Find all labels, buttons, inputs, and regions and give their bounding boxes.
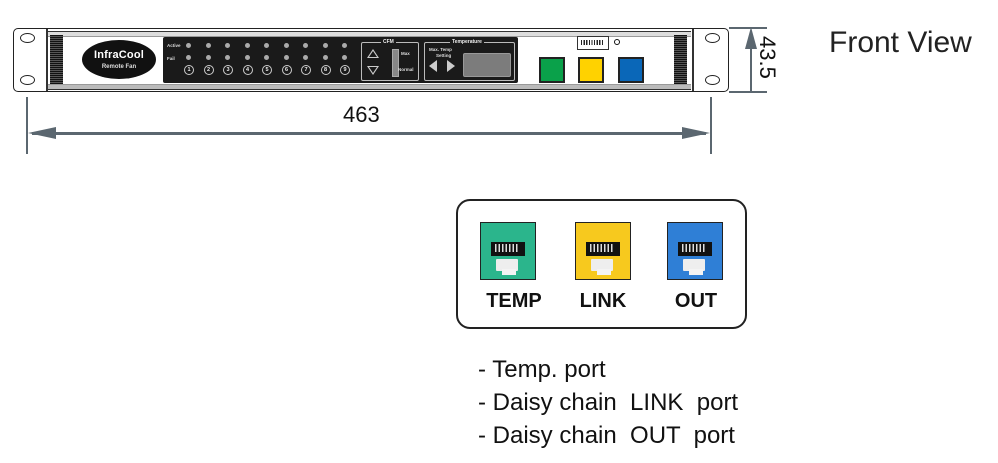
active-led-icon [205, 43, 211, 48]
mount-hole-icon [705, 75, 720, 85]
link-port-icon [575, 222, 631, 280]
channel-number: 1 [184, 65, 194, 75]
mount-hole-icon [20, 33, 35, 43]
temp-port-icon [480, 222, 536, 280]
fail-led-icon [205, 55, 211, 60]
mount-hole-icon [705, 33, 720, 43]
temp-decrease-arrow-icon[interactable] [429, 60, 437, 72]
width-dimension-line [32, 132, 706, 135]
fail-led-icon [342, 55, 347, 60]
cfm-title: CFM [381, 39, 396, 45]
channel-number: 6 [281, 65, 292, 75]
active-led-icon [225, 43, 230, 48]
temp-setting-label-2: Setting [436, 53, 452, 58]
chassis-bottom-rail [47, 84, 691, 90]
mount-hole-icon [20, 75, 35, 85]
description-link-port: - Daisy chain LINK port [478, 389, 739, 416]
temp-setting-label-1: Max. Temp [429, 47, 452, 52]
brand-logo: InfraCool Remote Fan [82, 40, 156, 79]
fail-led-icon [225, 55, 230, 60]
view-title: Front View [829, 26, 972, 59]
description-out-port: - Daisy chain OUT port [478, 422, 735, 449]
cfm-max-label: Max [401, 51, 410, 56]
channel-number: 4 [242, 65, 253, 75]
cfm-normal-label: Normal [398, 67, 414, 72]
temp-increase-arrow-icon[interactable] [447, 60, 455, 72]
height-dimension-label: 43.5 [755, 36, 780, 79]
temperature-title: Temperature [450, 39, 484, 45]
fail-led-icon [322, 55, 328, 60]
active-led-icon [264, 43, 269, 48]
out-port-label: OUT [674, 290, 718, 312]
right-ear-divider [692, 29, 694, 91]
channel-number: 7 [301, 65, 311, 75]
brand-name: InfraCool [93, 49, 145, 61]
temperature-display [463, 53, 511, 77]
active-led-icon [342, 43, 347, 48]
arrow-left-icon [28, 127, 56, 139]
channel-number: 2 [203, 65, 214, 75]
active-led-icon [303, 43, 308, 48]
cfm-down-arrow-icon[interactable] [367, 66, 379, 75]
active-led-icon [244, 43, 250, 48]
channel-number: 5 [262, 65, 272, 75]
right-vent-grille [674, 35, 687, 84]
channel-number: 3 [223, 65, 233, 75]
cfm-up-arrow-icon[interactable] [367, 49, 379, 58]
chassis-top-rail [47, 31, 691, 37]
green-button[interactable] [539, 57, 565, 83]
link-port-label: LINK [579, 290, 627, 312]
left-ear-divider [46, 29, 48, 91]
height-extension-bottom [729, 91, 767, 93]
fail-led-icon [244, 55, 250, 60]
cfm-level-gauge [392, 49, 399, 77]
cfm-group [361, 42, 419, 81]
temp-port-label: TEMP [486, 290, 542, 312]
active-led-icon [186, 43, 191, 48]
yellow-button[interactable] [578, 57, 604, 83]
arrow-up-icon [745, 27, 757, 49]
description-temp-port: - Temp. port [478, 356, 606, 383]
active-led-icon [322, 43, 328, 48]
active-led-icon [283, 43, 289, 48]
width-extension-right [710, 97, 712, 154]
arrow-right-icon [682, 127, 710, 139]
width-extension-left [26, 97, 28, 154]
out-port-icon [667, 222, 723, 280]
height-dimension-line [750, 34, 752, 92]
led-row-label-fail: Fail [167, 56, 175, 61]
led-row-label-active: Active [167, 43, 181, 48]
channel-number: 8 [320, 65, 331, 75]
fail-led-icon [186, 55, 191, 60]
width-dimension-label: 463 [343, 102, 380, 127]
channel-number: 9 [340, 65, 350, 75]
status-led-icon [614, 39, 620, 45]
fail-led-icon [264, 55, 269, 60]
fail-led-icon [303, 55, 308, 60]
dip-switch-icon [577, 36, 609, 50]
blue-button[interactable] [618, 57, 644, 83]
left-vent-grille [50, 35, 63, 84]
brand-subtitle: Remote Fan [101, 64, 137, 70]
fail-led-icon [283, 55, 289, 60]
